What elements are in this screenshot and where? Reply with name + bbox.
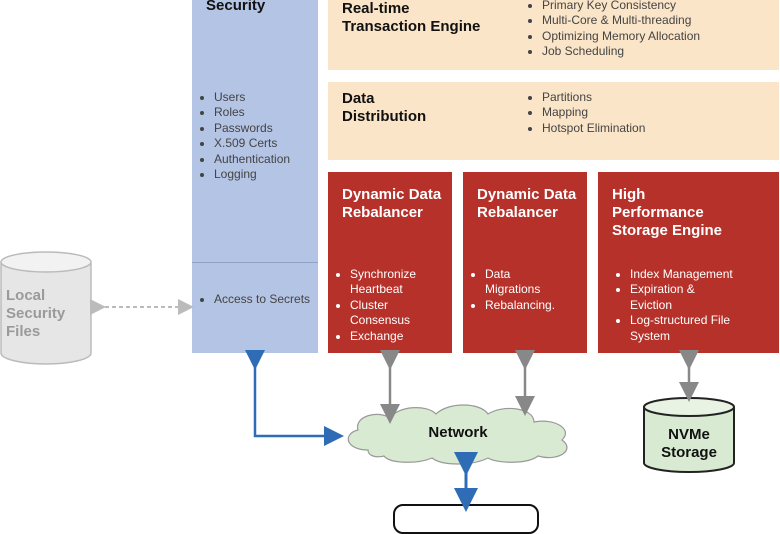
list-item: Partitions xyxy=(542,90,645,105)
rebalancer-1-list: Synchronize Heartbeat Cluster Consensus … xyxy=(328,267,430,344)
storage-engine-title: High Performance Storage Engine xyxy=(612,186,723,239)
list-item: Data Migrations xyxy=(485,267,555,298)
data-distribution-list: Partitions Mapping Hotspot Elimination xyxy=(520,90,645,136)
list-item: Index Management xyxy=(630,267,750,282)
list-item: Logging xyxy=(214,167,340,182)
security-block: Security Users Roles Passwords X.509 Cer… xyxy=(192,0,318,353)
rebalancer-2-title: Dynamic Data Rebalancer xyxy=(477,186,577,221)
list-item: Multi-Core & Multi-threading xyxy=(542,13,700,28)
local-security-files-label: Local Security Files xyxy=(6,287,66,340)
list-item: Synchronize Heartbeat xyxy=(350,267,430,298)
rebalancer-1-block: Dynamic Data Rebalancer Synchronize Hear… xyxy=(328,172,452,353)
cylinder-shape-icon xyxy=(0,251,92,365)
secrets-list: Access to Secrets xyxy=(192,292,340,307)
rebalancer-1-title: Dynamic Data Rebalancer xyxy=(342,186,442,221)
realtime-engine-list: Primary Key Consistency Multi-Core & Mul… xyxy=(520,0,700,60)
realtime-engine-title: Real-time Transaction Engine xyxy=(342,0,481,35)
security-list: Users Roles Passwords X.509 Certs Authen… xyxy=(192,90,340,182)
list-item: Hotspot Elimination xyxy=(542,121,645,136)
list-item: Access to Secrets xyxy=(214,292,340,307)
list-item: Passwords xyxy=(214,121,340,136)
network-cloud: Network xyxy=(338,400,578,466)
connectors xyxy=(90,299,699,512)
storage-engine-list: Index Management Expiration & Eviction L… xyxy=(608,267,750,344)
list-item: Authentication xyxy=(214,152,340,167)
cylinder-shape-icon xyxy=(643,397,735,473)
rebalancer-2-list: Data Migrations Rebalancing. xyxy=(463,267,555,313)
list-item: Optimizing Memory Allocation xyxy=(542,29,700,44)
data-distribution-title: Data Distribution xyxy=(342,90,427,125)
list-item: Cluster Consensus xyxy=(350,298,430,329)
list-item: X.509 Certs xyxy=(214,136,340,151)
nvme-storage-label: NVMe Storage xyxy=(661,426,717,461)
nvme-storage-cylinder: NVMe Storage xyxy=(642,396,736,474)
list-item: Mapping xyxy=(542,105,645,120)
list-item: Expiration & Eviction xyxy=(630,282,720,313)
security-network-connector xyxy=(245,350,344,446)
data-distribution-block: Data Distribution Partitions Mapping Hot… xyxy=(328,82,779,160)
rebalancer-2-block: Dynamic Data Rebalancer Data Migrations … xyxy=(463,172,587,353)
security-divider xyxy=(192,262,318,263)
storage-engine-block: High Performance Storage Engine Index Ma… xyxy=(598,172,779,353)
list-item: Primary Key Consistency xyxy=(542,0,700,13)
security-title: Security xyxy=(206,0,266,14)
list-item: Job Scheduling xyxy=(542,44,700,59)
list-item: Roles xyxy=(214,105,340,120)
realtime-engine-block: Real-time Transaction Engine Primary Key… xyxy=(328,0,779,70)
list-item: Log-structured File System xyxy=(630,313,750,344)
list-item: Users xyxy=(214,90,340,105)
list-item: Exchange xyxy=(350,329,430,344)
list-item: Rebalancing. xyxy=(485,298,555,313)
local-security-files-cylinder: Local Security Files xyxy=(0,250,93,365)
network-label: Network xyxy=(428,424,488,441)
